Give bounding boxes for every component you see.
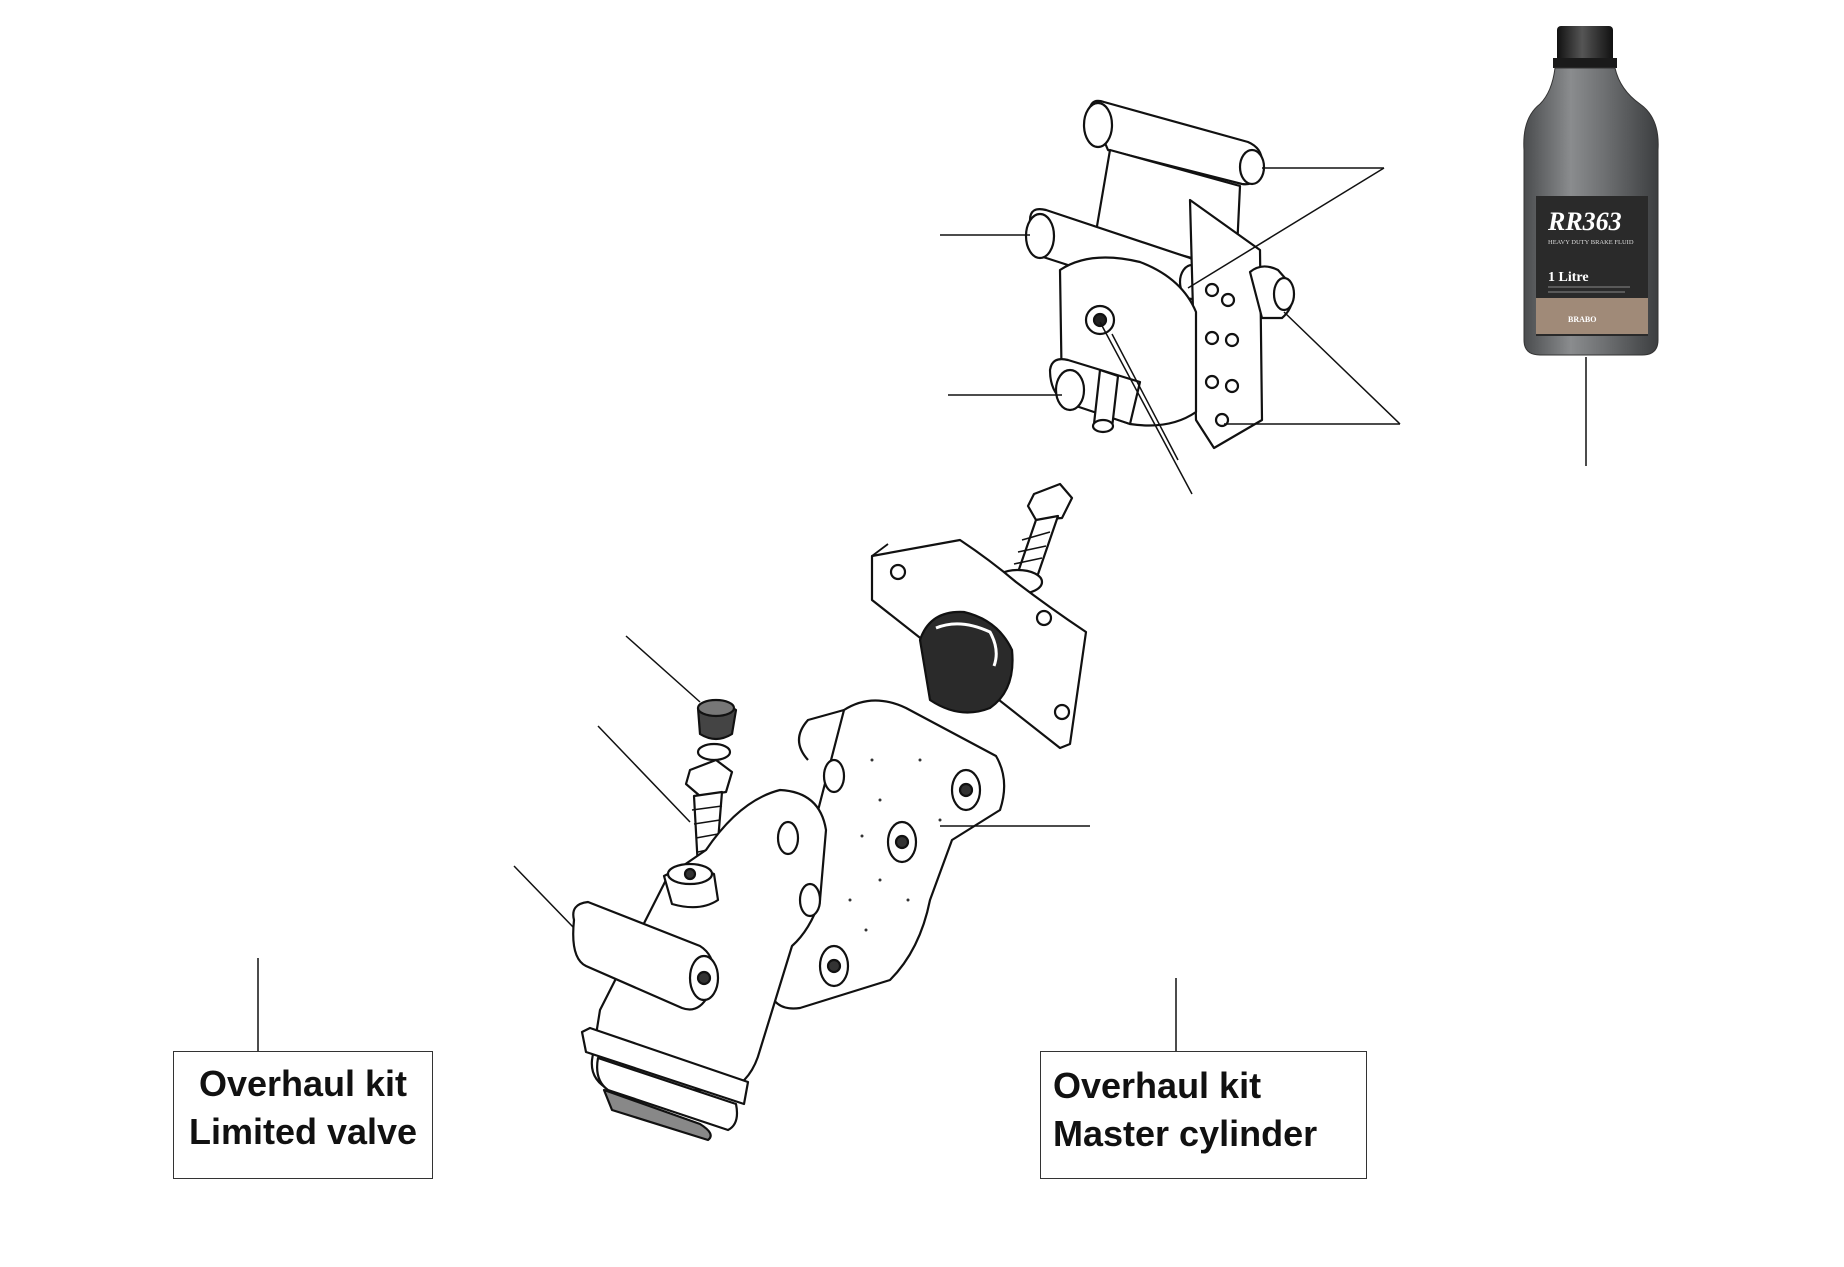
bottle-maker: BRABO [1568,315,1596,324]
limiting-valve-drawing [1024,99,1296,450]
limited-valve-label-line2: Limited valve [188,1110,418,1152]
leader-lines [257,167,1401,1051]
bottle-product: HEAVY DUTY BRAKE FLUID [1548,239,1634,246]
overhaul-kit-limited-valve-label[interactable]: Overhaul kit Limited valve [173,1051,433,1179]
bottle-brand: RR363 [1547,207,1622,236]
bottle-volume: 1 Litre [1548,270,1589,285]
overhaul-kit-master-cylinder-label[interactable]: Overhaul kit Master cylinder [1040,1051,1367,1179]
brake-fluid-bottle[interactable]: RR363 HEAVY DUTY BRAKE FLUID 1 Litre BRA… [1523,26,1659,466]
master-cylinder-label-line2: Master cylinder [1053,1112,1318,1154]
master-cylinder-drawing [766,482,1088,1010]
limited-valve-body-drawing [572,698,828,1142]
master-cylinder-label-line1: Overhaul kit [1053,1065,1262,1106]
limited-valve-label-line1: Overhaul kit [198,1063,408,1104]
